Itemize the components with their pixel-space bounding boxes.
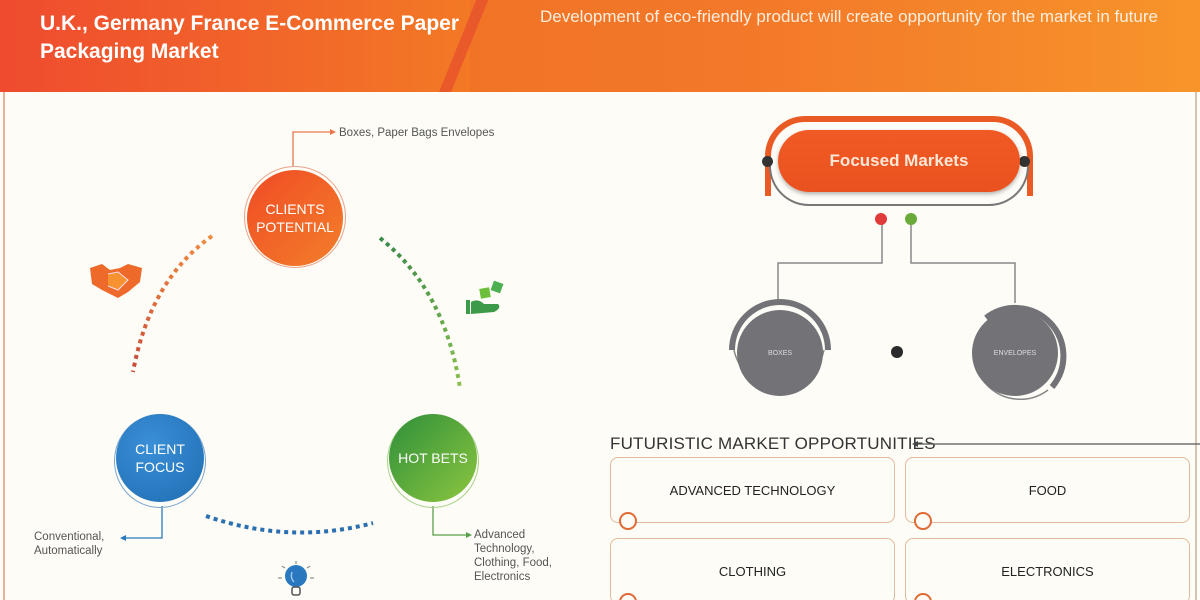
left-node-dot — [762, 156, 773, 167]
card-knob — [914, 512, 932, 530]
content-frame — [3, 92, 1197, 600]
green-indicator-dot — [905, 213, 917, 225]
page-title: U.K., Germany France E-Commerce Paper Pa… — [40, 12, 459, 63]
center-dot — [891, 346, 903, 358]
dice-hand-icon — [466, 280, 504, 314]
client-focus-note: Conventional, Automatically — [34, 531, 105, 557]
clients-potential-ring — [244, 166, 346, 268]
opportunity-label: ADVANCED TECHNOLOGY — [669, 482, 836, 498]
opportunity-card-electronics: ELECTRONICS — [905, 538, 1190, 600]
red-indicator-dot — [875, 213, 887, 225]
hot-bets-note: Advanced Technology, Clothing, Food, Ele… — [474, 529, 552, 583]
card-knob — [619, 593, 637, 600]
clients-potential-circle: CLIENTS POTENTIAL — [247, 170, 343, 266]
boxes-circle: BOXES — [737, 310, 823, 396]
card-knob — [914, 593, 932, 600]
handshake-icon — [90, 264, 142, 298]
cycle-arcs — [120, 129, 472, 541]
opportunity-label: CLOTHING — [718, 563, 787, 579]
opportunity-label: FOOD — [1028, 482, 1067, 498]
card-knob — [619, 512, 637, 530]
client-focus-circle: CLIENT FOCUS — [116, 414, 204, 502]
header-banner: U.K., Germany France E-Commerce Paper Pa… — [0, 0, 1200, 92]
opportunity-label: ELECTRONICS — [1001, 563, 1094, 579]
envelopes-circle: ENVELOPES — [972, 310, 1058, 396]
page-subtitle: Development of eco-friendly product will… — [540, 7, 1158, 26]
hot-bets-circle: HOT BETS — [389, 414, 477, 502]
right-node-dot — [1019, 156, 1030, 167]
opportunity-card-food: FOOD — [905, 457, 1190, 530]
opportunities-title: FUTURISTIC MARKET OPPORTUNITIES — [610, 434, 936, 453]
opportunities-arrow — [912, 441, 1200, 447]
clients-potential-note: Boxes, Paper Bags Envelopes — [339, 127, 495, 139]
opportunity-card-clothing: CLOTHING — [610, 538, 895, 600]
lightbulb-icon — [278, 561, 314, 596]
header-shade — [470, 0, 1200, 92]
opportunity-card-advanced-technology: ADVANCED TECHNOLOGY — [610, 457, 895, 530]
focused-markets-button: Focused Markets — [778, 130, 1020, 192]
